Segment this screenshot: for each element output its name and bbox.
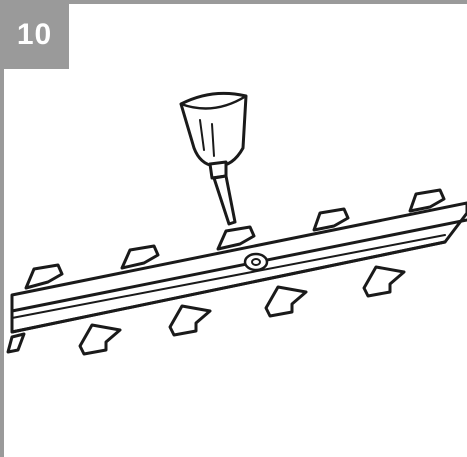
blade-nut [243, 252, 269, 272]
step-number: 10 [16, 17, 53, 51]
oil-can-rim [179, 94, 248, 110]
blade-tooth [216, 225, 256, 251]
oil-can [179, 91, 248, 226]
blade-bar-groove [10, 218, 467, 313]
blade-tooth [24, 263, 64, 290]
blade-bar-end [6, 332, 26, 354]
lower-blade-teeth [78, 265, 406, 356]
nut-inner [251, 258, 261, 266]
blade-tooth [408, 188, 446, 213]
shading-stroke [199, 119, 205, 151]
blade-tooth [312, 207, 350, 232]
blade-tooth [168, 304, 212, 337]
blade-bar-body [10, 201, 467, 334]
blade-tooth [120, 244, 160, 270]
oil-can-body [179, 91, 248, 168]
blade-bar-edge [10, 240, 447, 334]
step-number-badge: 10 [0, 0, 69, 69]
blade-tooth [362, 265, 406, 298]
blade-tooth [264, 285, 308, 318]
oil-can-nozzle [212, 174, 237, 226]
blade-tooth [78, 323, 122, 356]
shading-stroke [211, 123, 215, 157]
upper-blade-teeth [24, 188, 446, 290]
blade-bar [6, 201, 467, 354]
blade-bar-groove-lower [11, 234, 446, 319]
